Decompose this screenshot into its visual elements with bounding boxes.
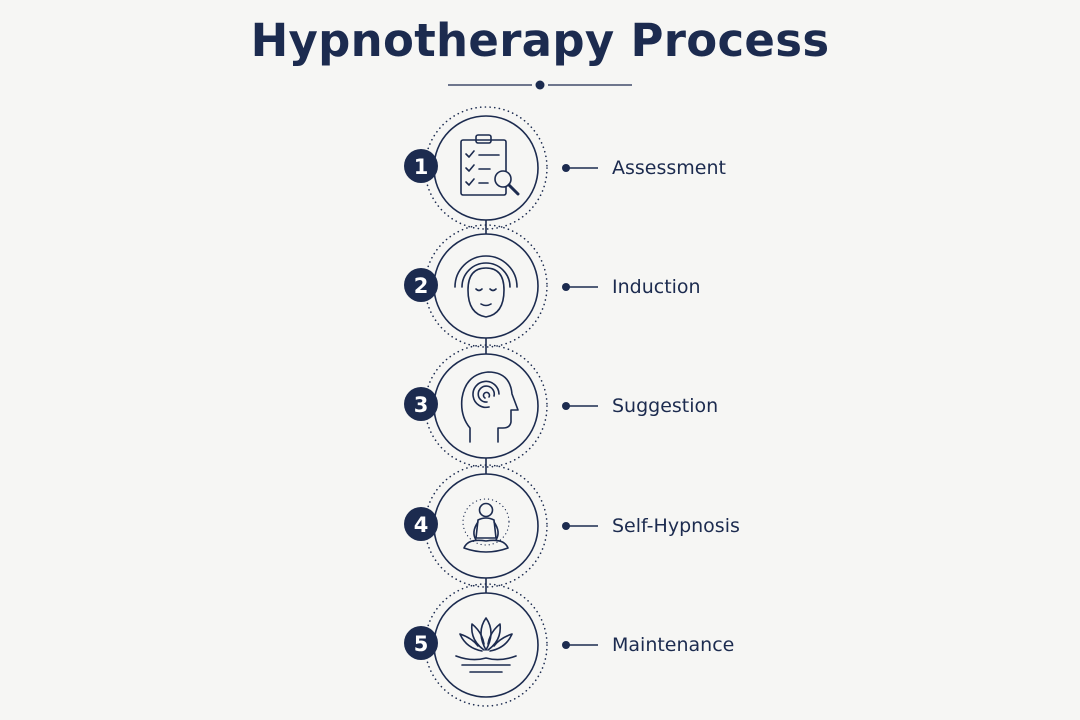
lotus-flower-icon bbox=[455, 617, 517, 673]
step-4-dotted-ring bbox=[424, 464, 548, 588]
step-1-number-badge bbox=[404, 149, 438, 183]
step-1-pointer-dot bbox=[562, 164, 570, 172]
meditating-person-icon bbox=[462, 498, 510, 553]
step-2-circle bbox=[433, 233, 539, 339]
step-5-label: Maintenance bbox=[612, 634, 735, 656]
step-2-number-badge bbox=[404, 268, 438, 302]
step-2: 2 bbox=[404, 224, 598, 348]
title-divider bbox=[448, 80, 632, 90]
step-4-circle bbox=[433, 473, 539, 579]
step-5-circle bbox=[433, 592, 539, 698]
step-4-number: 4 bbox=[414, 513, 429, 537]
step-1-number: 1 bbox=[414, 155, 429, 179]
step-5-number-badge bbox=[404, 626, 438, 660]
step-3-number-badge bbox=[404, 387, 438, 421]
step-1-dotted-ring bbox=[424, 106, 548, 230]
step-5-dotted-ring bbox=[424, 583, 548, 707]
step-4: 4 bbox=[404, 464, 598, 588]
step-5-number: 5 bbox=[414, 632, 429, 656]
step-3-label: Suggestion bbox=[612, 395, 719, 417]
step-1-circle bbox=[433, 115, 539, 221]
step-4-number-badge bbox=[404, 507, 438, 541]
step-3: 3 bbox=[404, 344, 598, 468]
relaxed-face-sound-waves-icon bbox=[454, 255, 518, 318]
step-5-pointer-dot bbox=[562, 641, 570, 649]
page-title: Hypnotherapy Process bbox=[250, 14, 830, 67]
step-4-pointer-dot bbox=[562, 522, 570, 530]
step-3-number: 3 bbox=[414, 393, 429, 417]
step-2-number: 2 bbox=[414, 274, 429, 298]
step-1-label: Assessment bbox=[612, 157, 726, 179]
step-2-label: Induction bbox=[612, 276, 701, 298]
step-5: 5 bbox=[404, 583, 598, 707]
head-spiral-icon bbox=[460, 371, 519, 443]
clipboard-checklist-magnifier-icon bbox=[460, 134, 520, 196]
step-3-circle bbox=[433, 353, 539, 459]
step-2-pointer-dot bbox=[562, 283, 570, 291]
step-4-label: Self-Hypnosis bbox=[612, 515, 740, 537]
step-3-dotted-ring bbox=[424, 344, 548, 468]
step-1: 1 bbox=[404, 106, 598, 230]
step-2-dotted-ring bbox=[424, 224, 548, 348]
step-3-pointer-dot bbox=[562, 402, 570, 410]
